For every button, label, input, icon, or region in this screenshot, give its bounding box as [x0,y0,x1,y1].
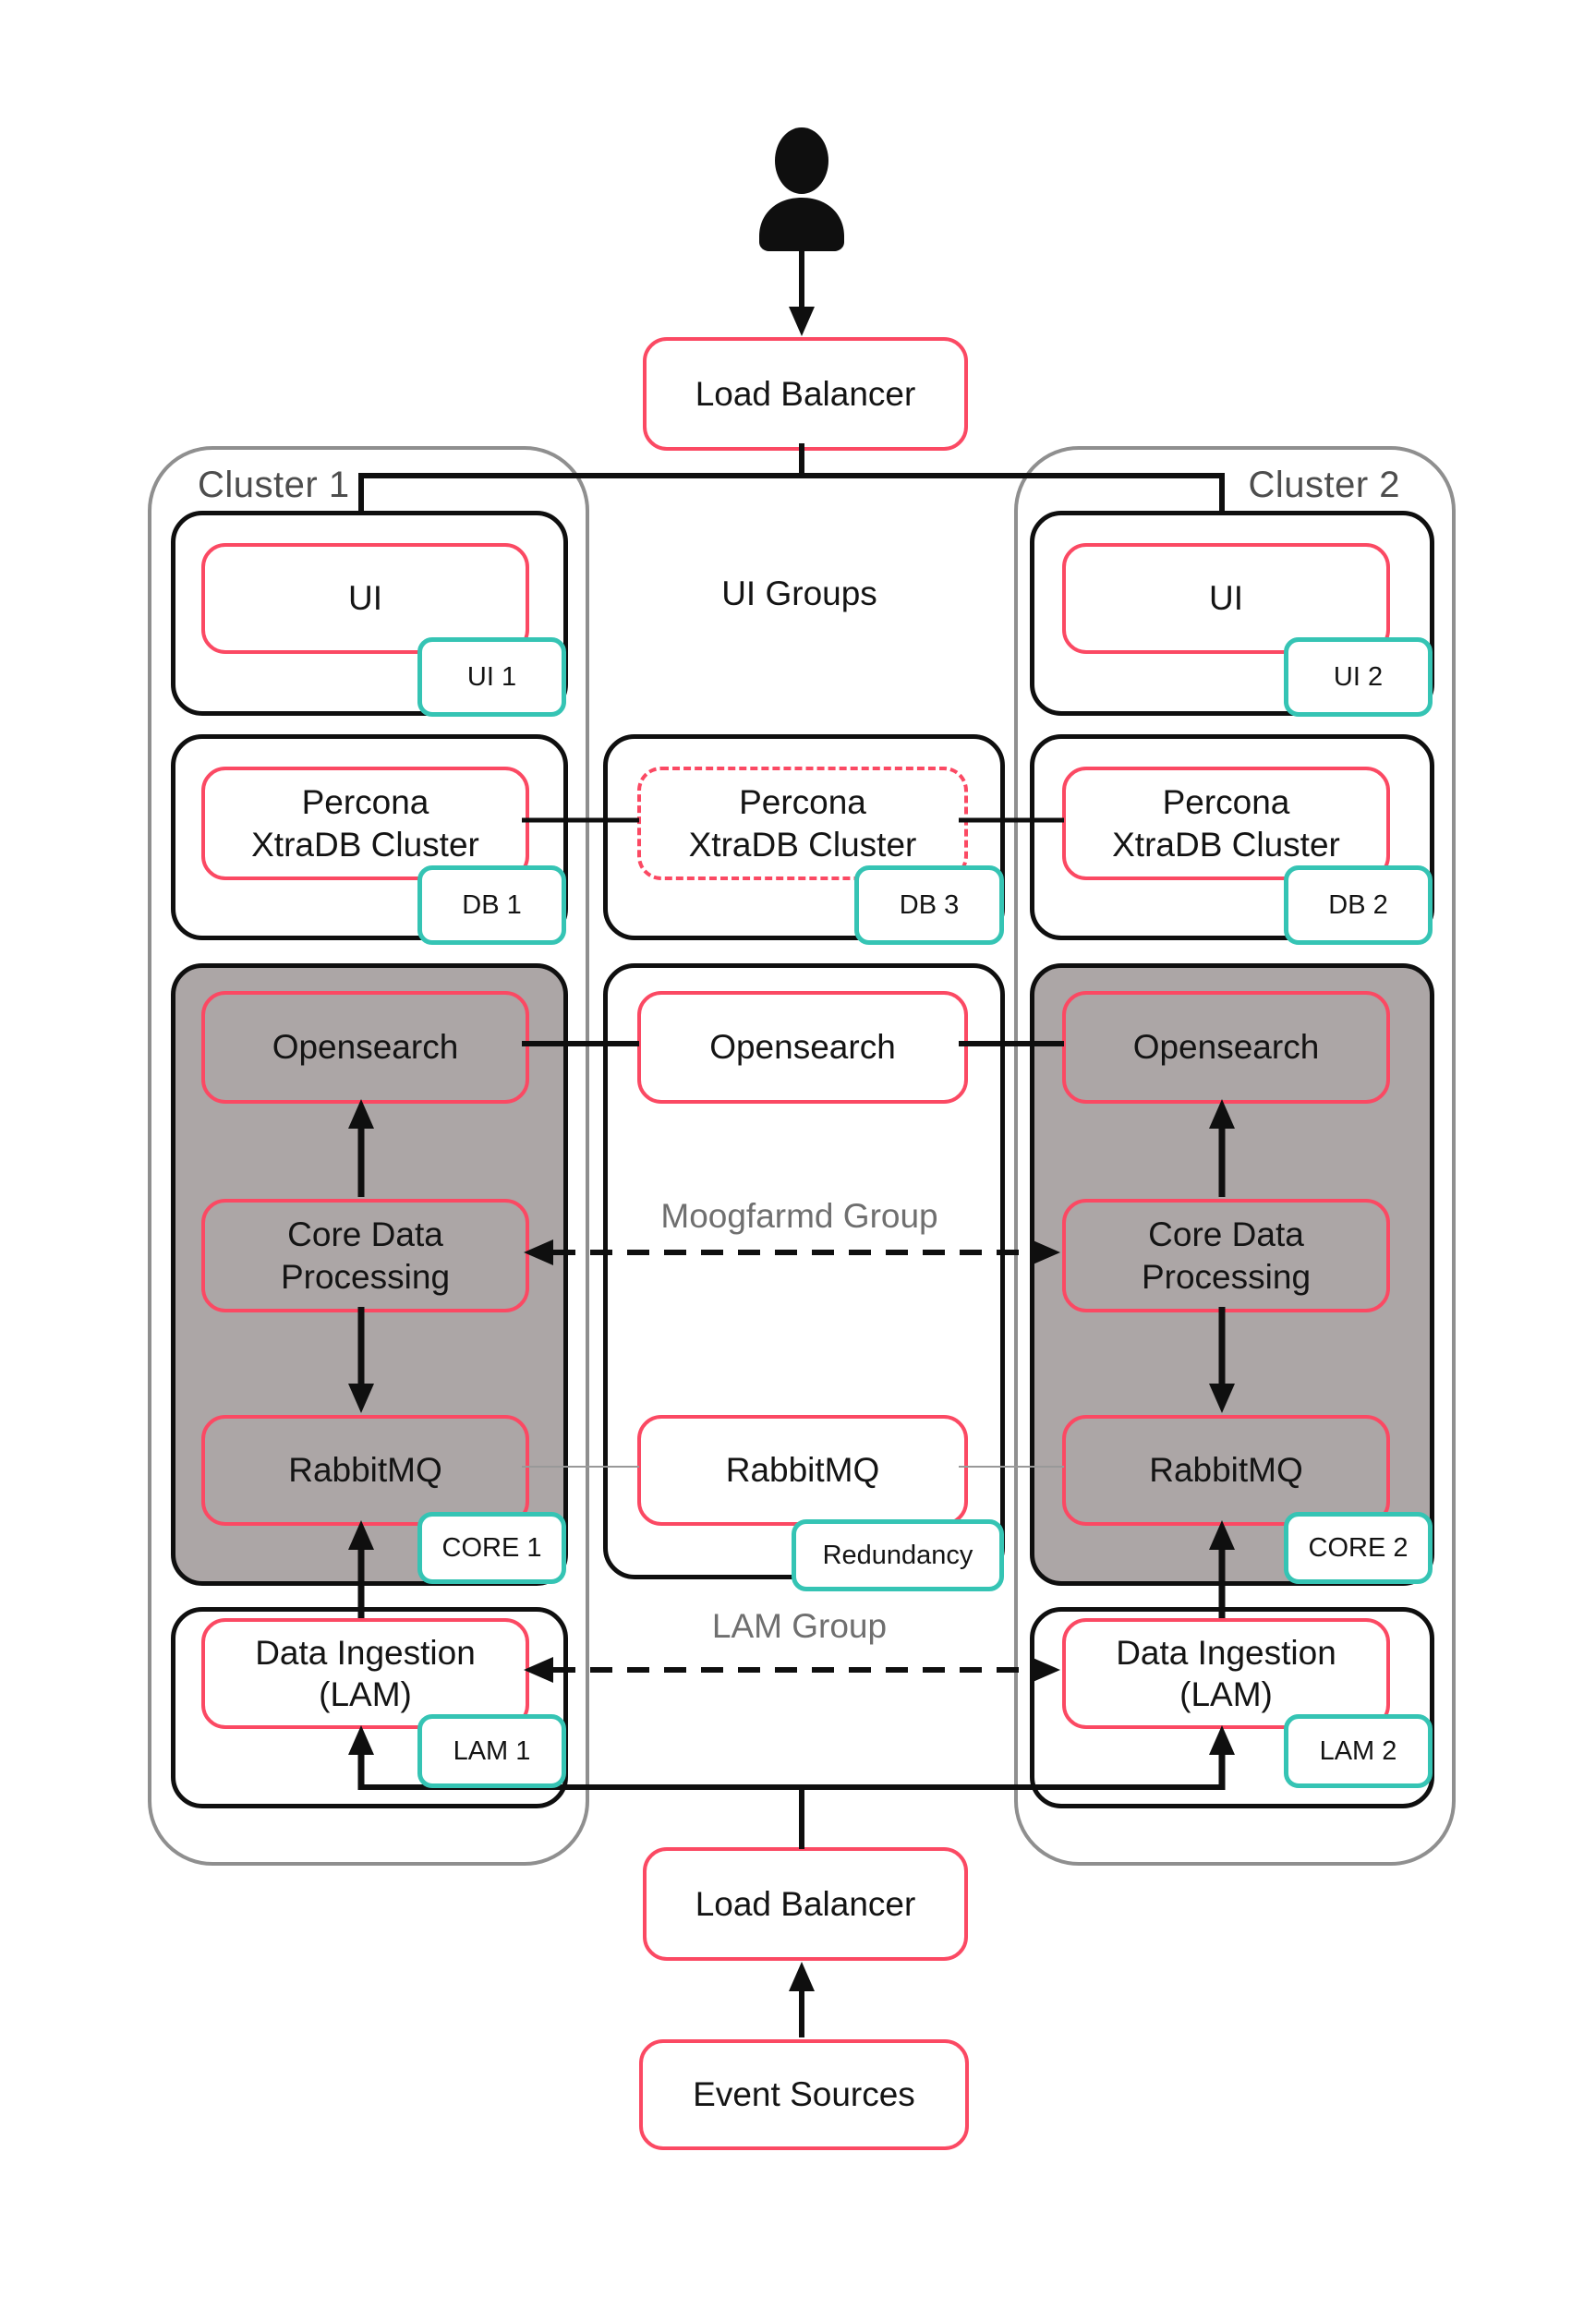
event-sources-node: Event Sources [639,2039,969,2150]
cluster2-opensearch-node: Opensearch [1062,991,1390,1104]
cluster2-core-data-node: Core Data Processing [1062,1199,1390,1312]
cluster2-core-tag: CORE 2 [1284,1512,1433,1584]
cluster1-lam-tag: LAM 1 [417,1714,566,1788]
cluster2-label: Cluster 2 [1248,465,1400,505]
cluster2-lam-node: Data Ingestion (LAM) [1062,1618,1390,1729]
moogfarmd-group-label: Moogfarmd Group [660,1197,938,1235]
cluster2-ui-node: UI [1062,543,1390,654]
cluster1-core-tag: CORE 1 [417,1512,566,1584]
cluster1-ui-tag: UI 1 [417,637,566,717]
cluster2-lam-tag: LAM 2 [1284,1714,1433,1788]
lam-group-label: LAM Group [711,1607,888,1645]
ui-groups-label: UI Groups [721,574,877,612]
cluster2-percona-node: Percona XtraDB Cluster [1062,767,1390,880]
cluster1-percona-node: Percona XtraDB Cluster [201,767,529,880]
cluster2-core-group-box [1030,963,1434,1586]
middle-percona-node: Percona XtraDB Cluster [637,767,968,880]
cluster2-ui-tag: UI 2 [1284,637,1433,717]
cluster1-ui-node: UI [201,543,529,654]
load-balancer-bottom-node: Load Balancer [643,1847,968,1961]
cluster1-container [148,446,589,1866]
cluster1-core-data-node: Core Data Processing [201,1199,529,1312]
middle-redundancy-tag: Redundancy [792,1519,1004,1591]
cluster1-db-tag: DB 1 [417,865,566,945]
middle-rabbitmq-node: RabbitMQ [637,1415,968,1526]
cluster1-core-group-box [171,963,568,1586]
middle-opensearch-node: Opensearch [637,991,968,1104]
middle-db-tag: DB 3 [854,865,1004,945]
cluster1-rabbitmq-node: RabbitMQ [201,1415,529,1526]
cluster1-lam-node: Data Ingestion (LAM) [201,1618,529,1729]
user-person-icon [759,127,844,251]
cluster1-opensearch-node: Opensearch [201,991,529,1104]
cluster2-rabbitmq-node: RabbitMQ [1062,1415,1390,1526]
cluster1-label: Cluster 1 [198,465,350,505]
cluster2-db-tag: DB 2 [1284,865,1433,945]
load-balancer-top-node: Load Balancer [643,337,968,451]
cluster2-container [1014,446,1456,1866]
